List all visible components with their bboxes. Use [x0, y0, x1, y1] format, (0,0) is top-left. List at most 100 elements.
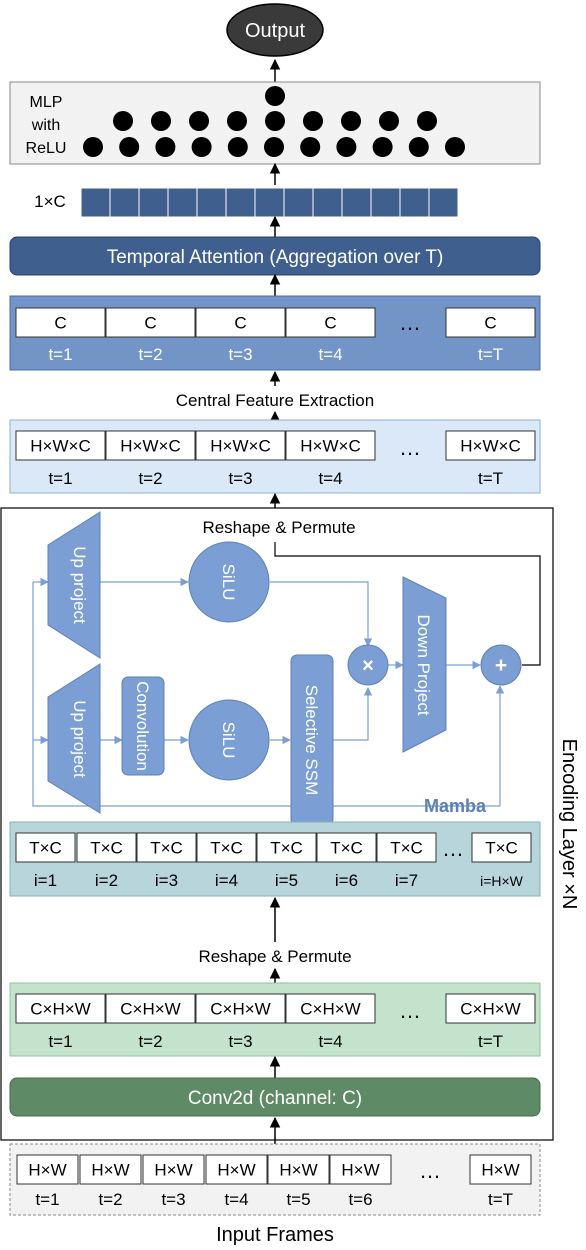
token-cell-label: T×C: [270, 839, 303, 858]
feature-vector: [80, 187, 459, 218]
down-project-block: [402, 576, 447, 753]
vector-cell: [167, 187, 198, 218]
ellipsis: …: [399, 998, 421, 1023]
mlp-neuron: [408, 137, 429, 157]
token-cell-label: T×C: [390, 839, 423, 858]
input-frame-cell: [142, 1154, 205, 1185]
down-project-label: Down Project: [414, 614, 433, 715]
mlp-neuron: [265, 111, 285, 131]
mlp-neuron: [341, 111, 361, 131]
input-frame-cell-label: H×W: [154, 1161, 192, 1180]
time-label: t=3: [161, 1190, 185, 1209]
input-frame-cell: [469, 1154, 532, 1185]
time-label: t=T: [488, 1190, 513, 1209]
mlp-label-line-2: with: [31, 117, 60, 134]
feature-map-cell-label: C×H×W: [300, 1000, 360, 1019]
mlp-neuron: [264, 137, 284, 157]
mlp-neuron: [113, 111, 133, 131]
frame-feature-cell-label: C: [54, 314, 66, 333]
input-frame-cell: [267, 1154, 330, 1185]
token-cell-label: T×C: [330, 839, 363, 858]
token-cell: [316, 832, 377, 863]
mlp-neuron: [83, 137, 103, 157]
vector-cell: [341, 187, 372, 218]
index-label: i=5: [275, 871, 298, 890]
spatial-feature-cell-label: H×W×C: [300, 437, 360, 456]
feature-map-cells: C×H×Wt=1C×H×Wt=2C×H×Wt=3C×H×Wt=4C×H×Wt=T…: [15, 993, 536, 1051]
mlp-neuron: [119, 137, 140, 157]
input-frame-cell-label: H×W: [217, 1161, 255, 1180]
input-frame-cell-label: H×W: [91, 1161, 129, 1180]
token-cell: [15, 832, 76, 863]
time-label: t=4: [224, 1190, 248, 1209]
vector-cell: [138, 187, 169, 218]
frame-feature-cell: [285, 307, 376, 338]
vector-cell: [225, 187, 256, 218]
ellipsis: …: [399, 435, 421, 460]
index-label: i=4: [215, 871, 238, 890]
mlp-neuron: [191, 137, 212, 157]
vector-cell: [283, 187, 314, 218]
vector-cell: [109, 187, 140, 218]
index-label: i=1: [34, 871, 57, 890]
mlp-neuron: [372, 137, 393, 157]
silu-node-2: [188, 699, 270, 781]
vector-cell: [196, 187, 227, 218]
up-project-block-1: [47, 511, 101, 659]
feature-map-cell-label: C×H×W: [210, 1000, 270, 1019]
spatial-feature-cell-label: H×W×C: [30, 437, 90, 456]
token-cell: [196, 832, 257, 863]
vector-cell: [80, 187, 111, 218]
feature-map-cell: [105, 993, 196, 1024]
frame-feature-cells: Ct=1Ct=2Ct=3Ct=4Ct=T…: [15, 307, 536, 364]
mlp-neuron: [265, 86, 285, 106]
vector-cell: [370, 187, 401, 218]
ellipsis: …: [399, 310, 421, 335]
input-frame-cell-label: H×W: [481, 1161, 519, 1180]
input-frame-cell-label: H×W: [28, 1161, 66, 1180]
spatial-feature-cell: [195, 430, 286, 461]
mamba-label: Mamba: [424, 796, 487, 816]
mamba-output-path: [274, 542, 541, 666]
time-label: t=1: [48, 469, 72, 488]
input-frame-cells: H×Wt=1H×Wt=2H×Wt=3H×Wt=4H×Wt=5H×Wt=6H×Wt…: [16, 1154, 532, 1209]
frame-feature-cell: [195, 307, 286, 338]
central-extraction-label: Central Feature Extraction: [176, 391, 374, 410]
convolution-block: [121, 676, 165, 776]
spatial-feature-cell-label: H×W×C: [460, 437, 520, 456]
token-cell: [471, 832, 532, 863]
time-label: t=T: [478, 469, 503, 488]
time-label: t=3: [228, 469, 252, 488]
time-label: t=2: [98, 1190, 122, 1209]
frame-feature-cell: [105, 307, 196, 338]
encoding-layer-frame: [0, 507, 554, 1141]
vector-label: 1×C: [34, 192, 66, 211]
token-cell: [256, 832, 317, 863]
feature-map-cell: [15, 993, 106, 1024]
input-frame-cell: [205, 1154, 268, 1185]
mlp-neuron: [379, 111, 399, 131]
mlp-label-line-1: MLP: [30, 94, 63, 111]
mlp-neuron: [155, 137, 176, 157]
input-frame-cell-label: H×W: [341, 1161, 379, 1180]
multiply-node: [347, 644, 389, 686]
mlp-label-line-3: ReLU: [26, 140, 67, 157]
time-label: t=2: [138, 345, 162, 364]
ellipsis: …: [442, 836, 464, 861]
vector-cell: [428, 187, 459, 218]
time-label: t=1: [35, 1190, 59, 1209]
mlp-neuron: [417, 111, 437, 131]
silu-label-2: SiLU: [219, 722, 238, 759]
silu-node-1: [188, 541, 270, 623]
output-node: [226, 3, 324, 57]
input-frame-cell: [16, 1154, 79, 1185]
convolution-label: Convolution: [133, 681, 152, 771]
spatial-feature-cell-label: H×W×C: [120, 437, 180, 456]
mlp-neuron: [336, 137, 357, 157]
encoding-layer-label: Encoding Layer ×N: [558, 739, 580, 910]
temporal-attention-label: Temporal Attention (Aggregation over T): [107, 247, 444, 268]
mlp-neuron: [300, 137, 321, 157]
token-cell-label: T×C: [150, 839, 183, 858]
feature-map-cell: [195, 993, 286, 1024]
spatial-feature-cell: [445, 430, 536, 461]
